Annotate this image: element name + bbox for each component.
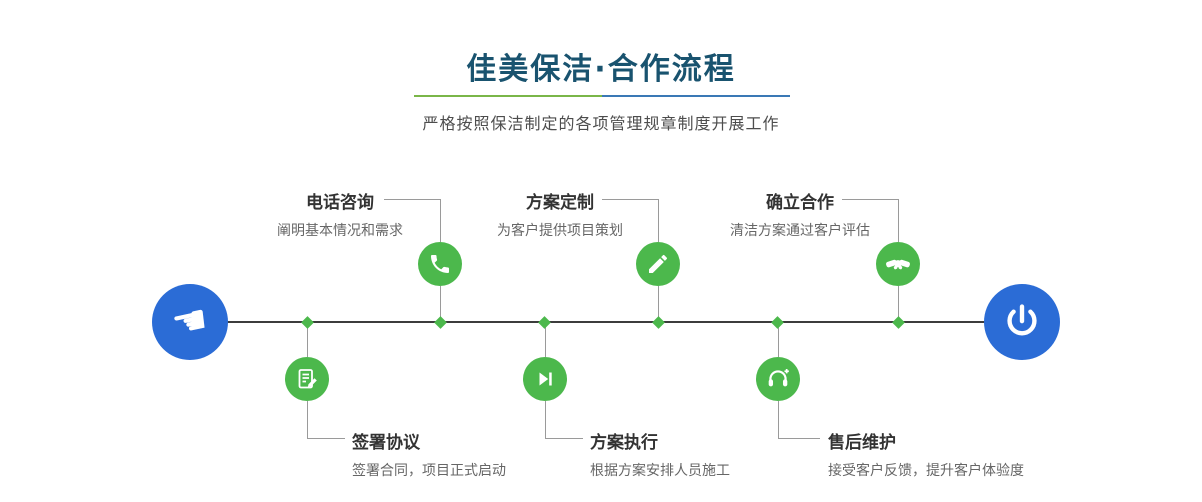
step-node-plan [636, 242, 680, 286]
page-subtitle: 严格按照保洁制定的各项管理规章制度开展工作 [422, 114, 780, 133]
step-desc: 清洁方案通过客户评估 [730, 223, 870, 239]
step-label-after: 售后维护 接受客户反馈，提升客户体验度 [828, 428, 1068, 480]
timeline-diamond [434, 316, 447, 329]
step-title: 方案定制 [526, 193, 594, 213]
timeline-diamond [538, 316, 551, 329]
power-icon [1007, 304, 1037, 336]
connector-line [440, 199, 441, 242]
step-label-coop: 确立合作 清洁方案通过客户评估 [700, 188, 900, 240]
connector-line [658, 199, 659, 242]
step-label-exec: 方案执行 根据方案安排人员施工 [590, 428, 830, 480]
connector-line [545, 325, 546, 357]
step-label-sign: 签署协议 签署合同，项目正式启动 [352, 428, 592, 480]
connector-line [440, 286, 441, 319]
step-desc: 接受客户反馈，提升客户体验度 [828, 463, 1024, 479]
document-icon [298, 369, 317, 389]
connector-line [778, 325, 779, 357]
pencil-icon [649, 254, 668, 273]
connector-line [307, 438, 345, 439]
connector-line [778, 438, 820, 439]
timeline-diamond [771, 316, 784, 329]
timeline-diamond [892, 316, 905, 329]
step-label-phone: 电话咨询 阐明基本情况和需求 [240, 188, 440, 240]
play-icon [539, 372, 552, 386]
connector-line [898, 199, 899, 242]
connector-line [545, 401, 546, 439]
step-title: 确立合作 [766, 193, 834, 213]
step-desc: 根据方案安排人员施工 [590, 463, 730, 479]
page-title: 佳美保洁·合作流程 [466, 52, 736, 87]
phone-icon [431, 255, 449, 273]
start-endpoint: ☚ [152, 284, 228, 360]
connector-line [658, 286, 659, 319]
timeline-line [190, 321, 1022, 323]
connector-line [307, 401, 308, 439]
step-node-exec [523, 357, 567, 401]
step-desc: 签署合同，项目正式启动 [352, 463, 506, 479]
step-node-phone [418, 242, 462, 286]
step-node-sign [285, 357, 329, 401]
connector-line [842, 199, 898, 200]
step-label-plan: 方案定制 为客户提供项目策划 [460, 188, 660, 240]
title-underline [414, 95, 790, 97]
step-node-after [756, 357, 800, 401]
connector-line [384, 199, 440, 200]
timeline-diamond [301, 316, 314, 329]
connector-line [602, 199, 658, 200]
underline-green-segment [414, 95, 602, 97]
step-title: 售后维护 [828, 433, 896, 453]
connector-line [545, 438, 583, 439]
step-title: 电话咨询 [306, 193, 374, 213]
step-desc: 为客户提供项目策划 [497, 223, 623, 239]
step-node-coop [876, 242, 920, 286]
connector-line [778, 401, 779, 439]
headset-icon [768, 369, 789, 387]
timeline-diamond [652, 316, 665, 329]
connector-line [307, 325, 308, 357]
connector-line [898, 286, 899, 319]
step-title: 签署协议 [352, 433, 420, 453]
pointing-hand-icon: ☚ [167, 295, 213, 349]
step-title: 方案执行 [590, 433, 658, 453]
handshake-icon [886, 259, 910, 270]
step-desc: 阐明基本情况和需求 [277, 223, 403, 239]
underline-blue-segment [602, 95, 790, 97]
end-endpoint [984, 284, 1060, 360]
